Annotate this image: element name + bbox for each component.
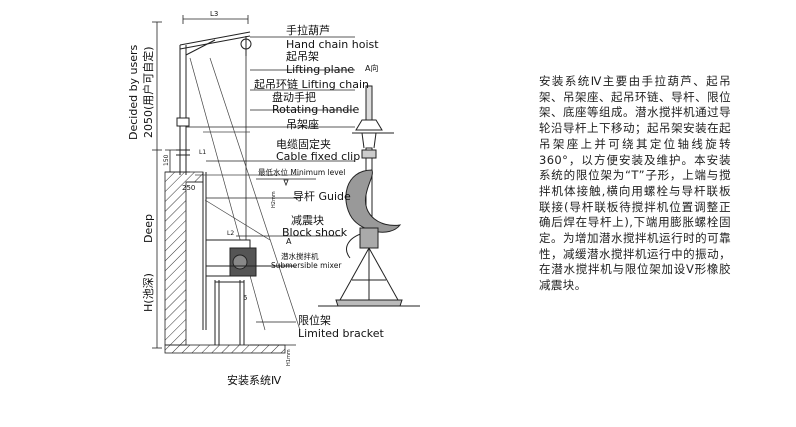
label-cable-clip-cn: 电缆固定夹 — [276, 137, 331, 151]
label-deep-cn: H(池深) — [142, 273, 155, 312]
label-limited-bracket-en: Limited bracket — [298, 327, 385, 340]
crane-assembly — [176, 31, 251, 330]
diagram-caption: 安装系统Ⅳ — [227, 373, 282, 387]
label-lifting-chain: 起吊环链 Lifting chain — [254, 77, 369, 91]
a-view-elevation — [318, 85, 420, 307]
label-rotating-handle-en: Rotating handle — [272, 103, 359, 116]
limited-bracket-side — [214, 280, 245, 345]
label-cable-clip-en: Cable fixed clip — [276, 150, 360, 163]
label-block-shock-cn: 减震块 — [291, 214, 324, 227]
label-a-view: A向 — [365, 63, 378, 73]
label-mixer-en: Submersible mixer — [271, 261, 342, 270]
hand-chain-hoist — [240, 36, 252, 245]
description-text: 安装系统Ⅳ主要由手拉葫芦、起吊架、吊架座、起吊环链、导杆、限位架、底座等组成。潜… — [539, 74, 731, 293]
label-block-shock-en: Block shock — [282, 226, 348, 239]
dim-5: 5 — [243, 294, 247, 302]
dimension-l3 — [182, 15, 249, 24]
label-deep-en: Deep — [142, 214, 155, 243]
dim-h2: H2mm — [271, 191, 277, 208]
leader-lines — [186, 36, 355, 323]
label-lifting-plane-cn: 起吊架 — [286, 50, 319, 63]
dim-l3: L3 — [210, 10, 218, 18]
label-lifting-plane-en: Lifting plane — [286, 63, 354, 76]
label-hand-hoist-cn: 手拉葫芦 — [286, 23, 330, 37]
left-dimension-lines — [152, 21, 190, 349]
guide-lines — [189, 57, 301, 331]
label-decided-cn: 2050(用户可自定) — [141, 46, 155, 138]
label-mixer-cn: 潜水搅拌机 — [281, 251, 319, 261]
label-hanger-seat-cn: 吊架座 — [286, 117, 319, 131]
min-level-marker — [256, 178, 316, 187]
label-decided-en: Decided by users — [127, 44, 140, 140]
label-rotating-handle-cn: 盘动手把 — [272, 90, 316, 104]
label-min-level: 最低水位 Minimum level — [258, 167, 345, 177]
dim-150: 150 — [163, 154, 170, 166]
submersible-mixer-side — [205, 239, 296, 277]
dim-l2: L2 — [227, 230, 234, 237]
label-guide: 导杆 Guide — [293, 189, 351, 203]
dim-h1: H1mm — [286, 349, 292, 366]
label-limited-bracket-cn: 限位架 — [298, 313, 331, 327]
label-a-arrow: A — [286, 237, 292, 246]
dim-l1: L1 — [199, 149, 206, 156]
dim-250: 250 — [182, 184, 195, 192]
label-hand-hoist-en: Hand chain hoist — [286, 38, 379, 51]
